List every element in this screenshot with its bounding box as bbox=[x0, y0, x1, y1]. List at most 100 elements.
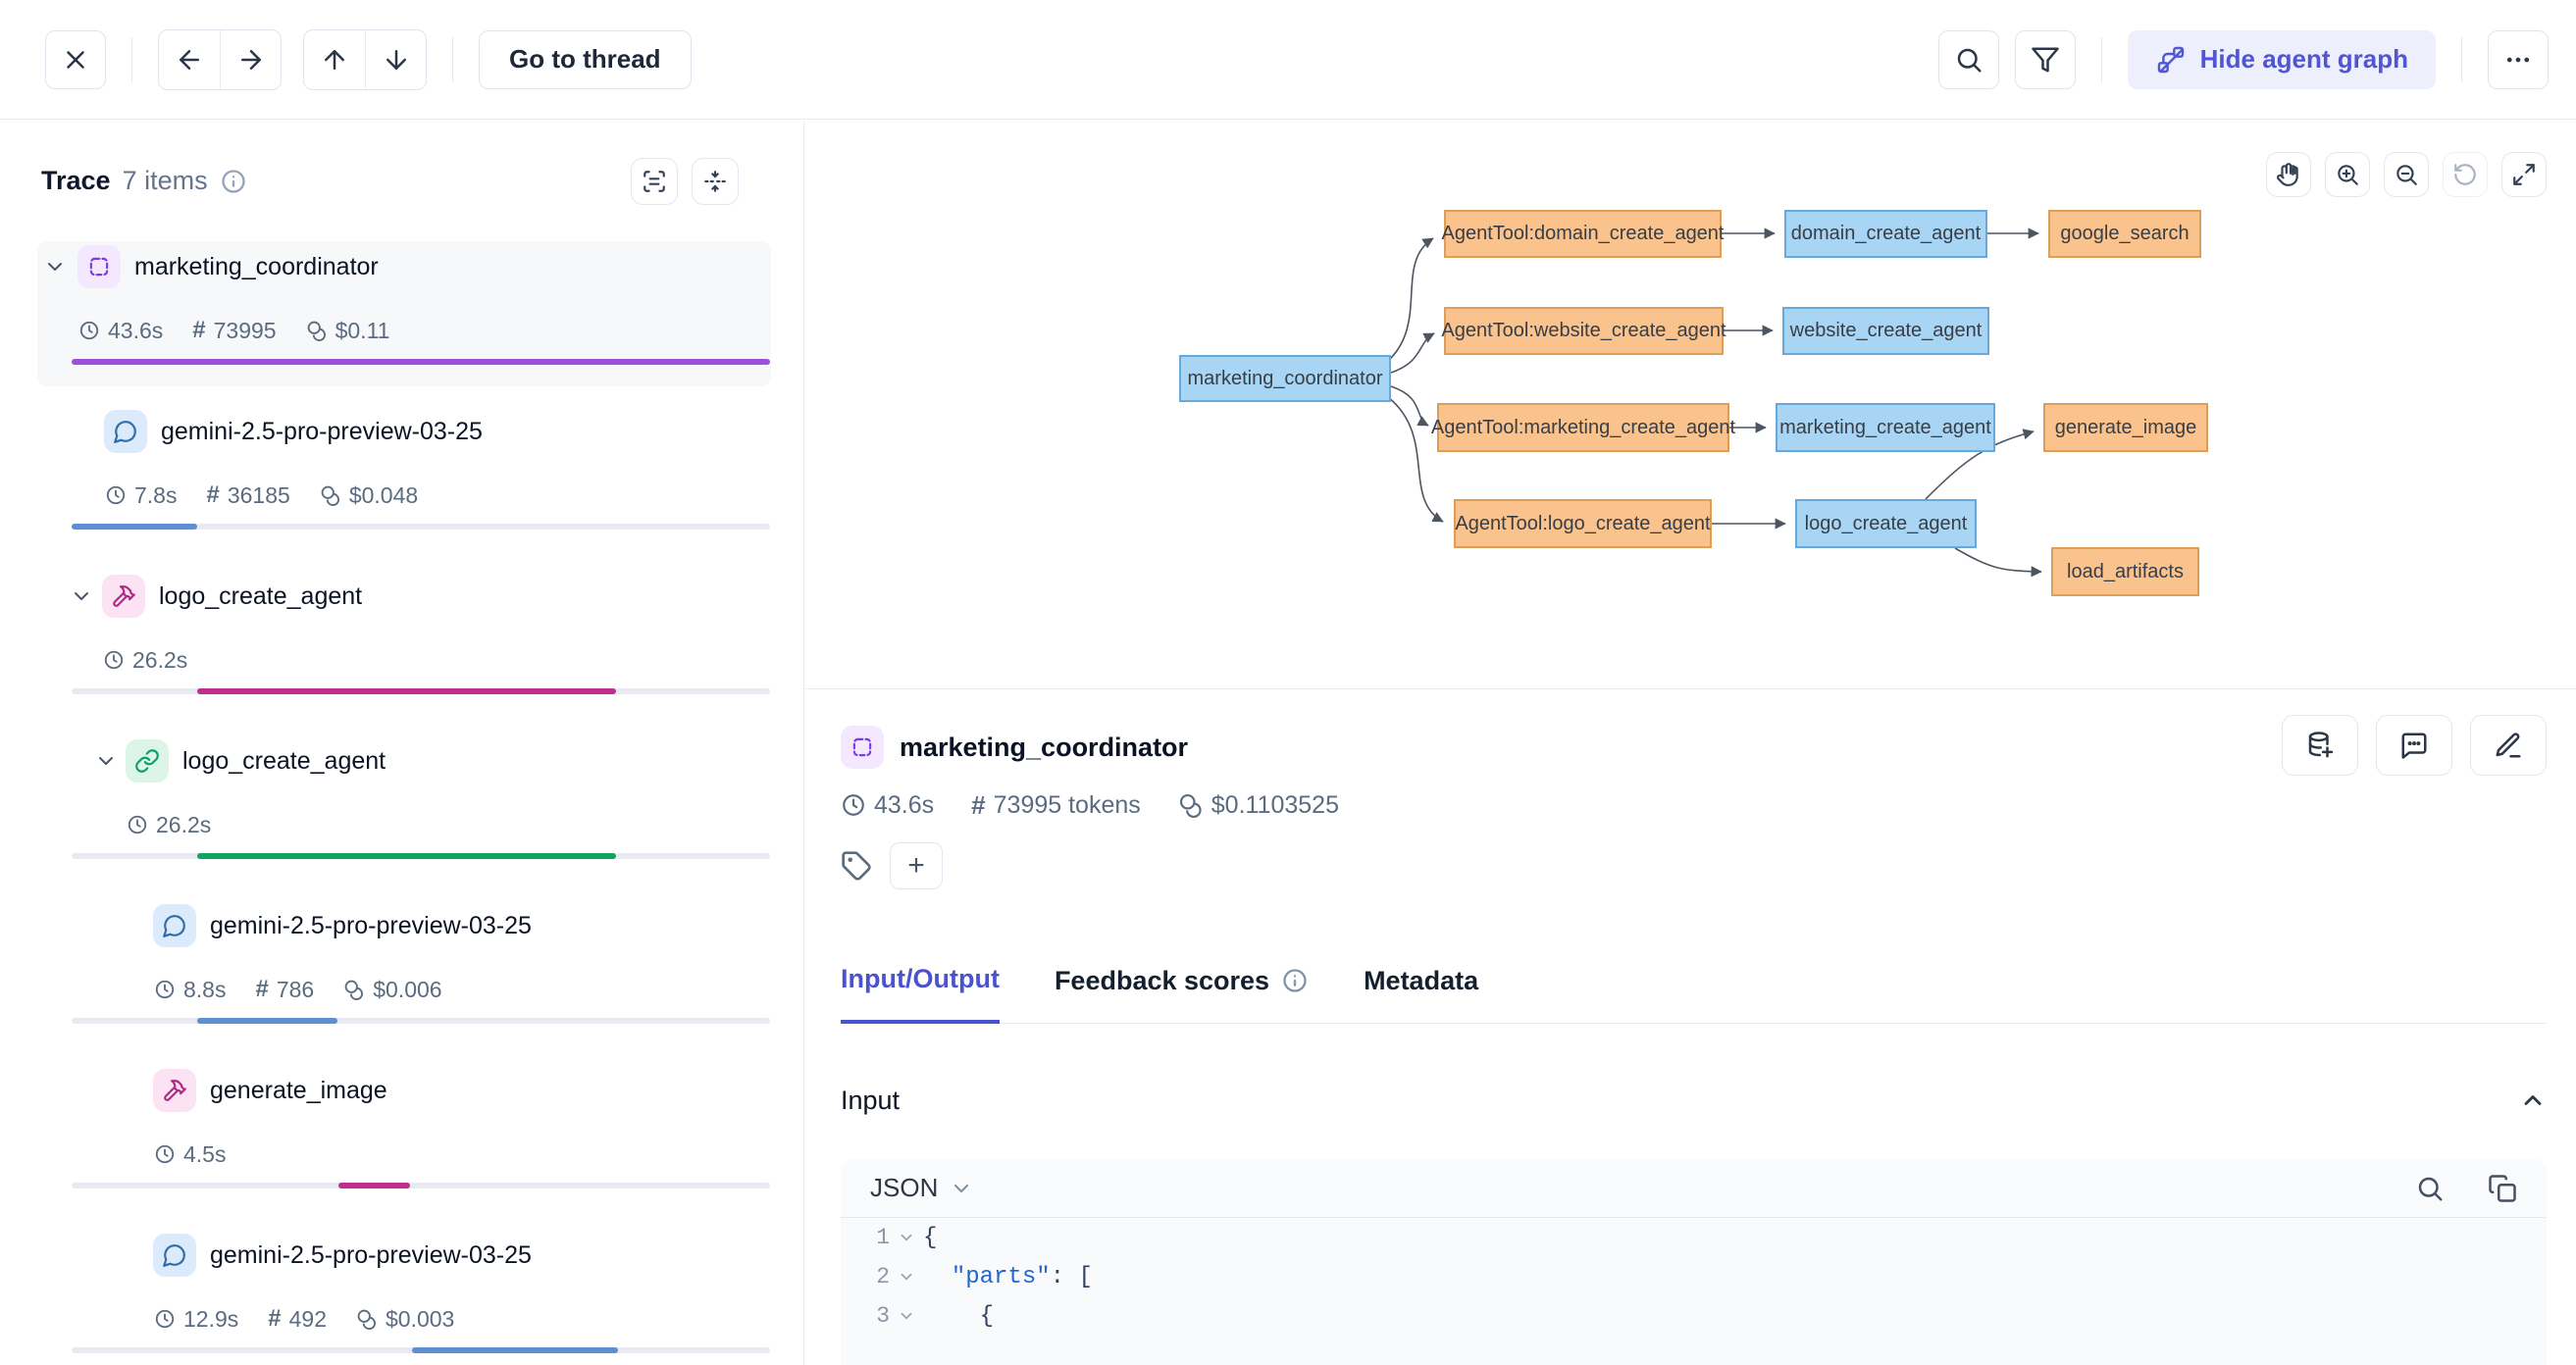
details-duration: 43.6s bbox=[874, 790, 935, 819]
rotate-ccw-icon bbox=[2452, 162, 2478, 187]
panel-divider bbox=[805, 688, 2576, 689]
tab-input-output[interactable]: Input/Output bbox=[841, 964, 1000, 1024]
span-duration: 26.2s bbox=[132, 646, 188, 673]
expand-all-button[interactable] bbox=[631, 158, 678, 205]
info-icon[interactable] bbox=[220, 168, 247, 195]
tab-label: Feedback scores bbox=[1054, 965, 1270, 995]
comment-button[interactable] bbox=[2376, 715, 2452, 776]
arrow-left-icon bbox=[175, 45, 204, 75]
tokens-icon: # bbox=[255, 976, 269, 1002]
go-to-thread-button[interactable]: Go to thread bbox=[479, 29, 692, 89]
graph-node-agenttool-website-create-agent[interactable]: AgentTool:website_create_agent bbox=[1441, 307, 1726, 355]
trace-span-row[interactable]: gemini-2.5-pro-preview-03-25 12.9s #492 … bbox=[0, 1234, 803, 1365]
graph-node-load-artifacts[interactable]: load_artifacts bbox=[2051, 547, 2199, 596]
trace-span-row[interactable]: marketing_coordinator 43.6s #73995 $0.11 bbox=[0, 241, 803, 392]
fold-chevron-icon[interactable] bbox=[890, 1229, 923, 1246]
graph-node-domain-create-agent[interactable]: domain_create_agent bbox=[1784, 210, 1987, 258]
down-span-button[interactable] bbox=[365, 29, 426, 89]
graph-controls bbox=[2266, 152, 2547, 197]
trace-span-row[interactable]: logo_create_agent 26.2s bbox=[0, 575, 803, 722]
chevron-down-icon bbox=[950, 1177, 973, 1200]
chevron-down-icon[interactable] bbox=[70, 584, 93, 608]
search-button[interactable] bbox=[1937, 29, 1999, 89]
pan-button[interactable] bbox=[2266, 152, 2311, 197]
span-timeline-bar bbox=[72, 524, 198, 530]
clock-icon bbox=[103, 649, 125, 671]
graph-node-marketing-create-agent[interactable]: marketing_create_agent bbox=[1776, 403, 1995, 452]
span-type-icon bbox=[841, 726, 884, 769]
prev-trace-button[interactable] bbox=[159, 30, 220, 89]
add-to-dataset-button[interactable] bbox=[2282, 715, 2358, 776]
reset-view-button[interactable] bbox=[2443, 152, 2488, 197]
trace-span-row[interactable]: generate_image 4.5s bbox=[0, 1069, 803, 1216]
up-down-group bbox=[303, 28, 427, 90]
next-trace-button[interactable] bbox=[220, 29, 281, 89]
tab-metadata[interactable]: Metadata bbox=[1364, 964, 1478, 1023]
collapse-all-button[interactable] bbox=[692, 158, 739, 205]
span-timeline-bar bbox=[197, 688, 617, 694]
add-tag-button[interactable]: + bbox=[890, 842, 943, 889]
hide-agent-graph-label: Hide agent graph bbox=[2199, 44, 2408, 74]
span-tokens: 73995 bbox=[213, 317, 277, 343]
span-details-header: marketing_coordinator bbox=[841, 725, 2547, 770]
chevron-up-icon[interactable] bbox=[2519, 1087, 2547, 1114]
top-toolbar: Go to thread Hide agent graph bbox=[0, 0, 2576, 120]
graph-node-generate-image[interactable]: generate_image bbox=[2043, 403, 2208, 452]
arrow-right-icon bbox=[236, 45, 266, 75]
copy-icon[interactable] bbox=[2488, 1174, 2517, 1203]
zoom-out-button[interactable] bbox=[2384, 152, 2429, 197]
more-options-button[interactable] bbox=[2488, 29, 2549, 89]
clock-icon bbox=[154, 979, 176, 1000]
tab-feedback-scores[interactable]: Feedback scores bbox=[1055, 964, 1309, 1023]
clock-icon bbox=[841, 792, 866, 818]
comment-dots-icon bbox=[2399, 731, 2429, 760]
span-details-panel: marketing_coordinator 43.6s #73995 token… bbox=[805, 689, 2576, 1365]
zoom-in-button[interactable] bbox=[2325, 152, 2370, 197]
span-duration: 4.5s bbox=[183, 1140, 227, 1167]
graph-node-agenttool-marketing-create-agent[interactable]: AgentTool:marketing_create_agent bbox=[1431, 403, 1735, 452]
input-section-header[interactable]: Input bbox=[841, 1081, 2547, 1120]
expand-rows-icon bbox=[642, 169, 667, 194]
span-timeline-track bbox=[72, 1183, 770, 1188]
span-cost: $0.048 bbox=[348, 481, 419, 508]
span-timeline-bar bbox=[411, 1347, 618, 1353]
graph-node-label: google_search bbox=[2060, 223, 2190, 244]
code-line: 3 { bbox=[841, 1296, 2547, 1336]
fold-chevron-icon[interactable] bbox=[890, 1268, 923, 1286]
close-button[interactable] bbox=[45, 29, 106, 89]
graph-node-label: generate_image bbox=[2054, 416, 2197, 438]
span-cost: $0.006 bbox=[373, 976, 442, 1002]
chevron-down-icon[interactable] bbox=[94, 749, 118, 773]
span-timeline-track bbox=[72, 1347, 770, 1353]
tokens-icon: # bbox=[192, 317, 206, 343]
agent-graph-panel[interactable]: marketing_coordinator AgentTool:domain_c… bbox=[805, 121, 2576, 688]
trace-tree-sidebar: Trace 7 items marketing_coordinator 43.6… bbox=[0, 121, 804, 1365]
filter-button[interactable] bbox=[2014, 29, 2076, 89]
search-in-json-icon[interactable] bbox=[2415, 1174, 2445, 1203]
chevron-down-icon[interactable] bbox=[43, 255, 67, 278]
fold-chevron-icon[interactable] bbox=[890, 1307, 923, 1325]
graph-node-google-search[interactable]: google_search bbox=[2048, 210, 2201, 258]
span-duration: 7.8s bbox=[134, 481, 178, 508]
fullscreen-button[interactable] bbox=[2501, 152, 2547, 197]
details-tabs: Input/Output Feedback scores Metadata bbox=[841, 964, 2547, 1024]
format-select[interactable]: JSON bbox=[870, 1173, 973, 1203]
up-span-button[interactable] bbox=[304, 30, 365, 89]
graph-node-agenttool-domain-create-agent[interactable]: AgentTool:domain_create_agent bbox=[1442, 210, 1725, 258]
graph-node-website-create-agent[interactable]: website_create_agent bbox=[1782, 307, 1989, 355]
graph-node-marketing-coordinator[interactable]: marketing_coordinator bbox=[1179, 355, 1391, 402]
graph-edges bbox=[1387, 228, 2042, 578]
line-number: 1 bbox=[876, 1225, 890, 1250]
trace-span-row[interactable]: gemini-2.5-pro-preview-03-25 8.8s #786 $… bbox=[0, 904, 803, 1051]
graph-node-agenttool-logo-create-agent[interactable]: AgentTool:logo_create_agent bbox=[1454, 499, 1712, 548]
trace-span-row[interactable]: gemini-2.5-pro-preview-03-25 7.8s #36185… bbox=[0, 410, 803, 557]
pencil-icon bbox=[2494, 731, 2523, 760]
llm-chat-icon bbox=[104, 410, 147, 453]
tokens-icon: # bbox=[206, 481, 220, 508]
edit-button[interactable] bbox=[2470, 715, 2547, 776]
hide-agent-graph-button[interactable]: Hide agent graph bbox=[2127, 29, 2436, 89]
trace-span-row[interactable]: logo_create_agent 26.2s bbox=[0, 739, 803, 886]
cost-coins-icon bbox=[1178, 792, 1204, 818]
graph-node-logo-create-agent[interactable]: logo_create_agent bbox=[1795, 499, 1977, 548]
span-name: gemini-2.5-pro-preview-03-25 bbox=[161, 417, 483, 445]
